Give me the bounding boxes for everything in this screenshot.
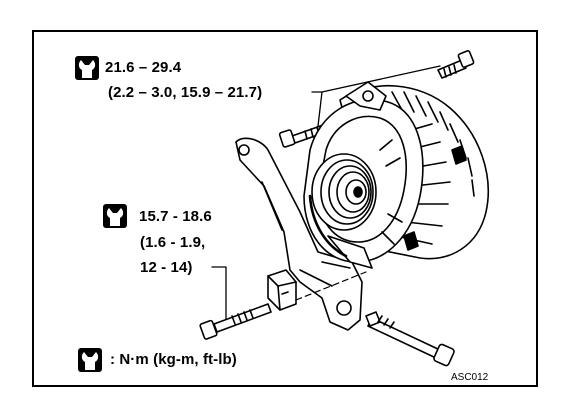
through-bolt <box>365 311 455 367</box>
torque-conversion-middle-line2: 12 - 14) <box>140 259 193 276</box>
torque-value-middle: 15.7 - 18.6 <box>139 208 212 225</box>
torque-wrench-icon <box>78 348 102 372</box>
leader-lines <box>211 65 441 323</box>
lower-left-bolt <box>199 303 272 340</box>
alternator-body <box>303 81 490 269</box>
spacer-block <box>267 269 297 311</box>
torque-unit-legend: : N·m (kg-m, ft-lb) <box>110 351 237 368</box>
torque-conversion-middle-line1: (1.6 - 1.9, <box>140 234 206 251</box>
figure-code: ASC012 <box>451 372 489 383</box>
torque-wrench-icon <box>103 204 127 228</box>
top-bolt <box>437 50 475 79</box>
torque-wrench-icon <box>75 56 99 80</box>
bolt-axis <box>295 271 367 301</box>
torque-conversion-top: (2.2 – 3.0, 15.9 – 21.7) <box>108 84 263 101</box>
adjusting-bracket <box>235 137 363 331</box>
torque-value-top: 21.6 – 29.4 <box>105 59 182 76</box>
figure-frame <box>32 30 538 387</box>
